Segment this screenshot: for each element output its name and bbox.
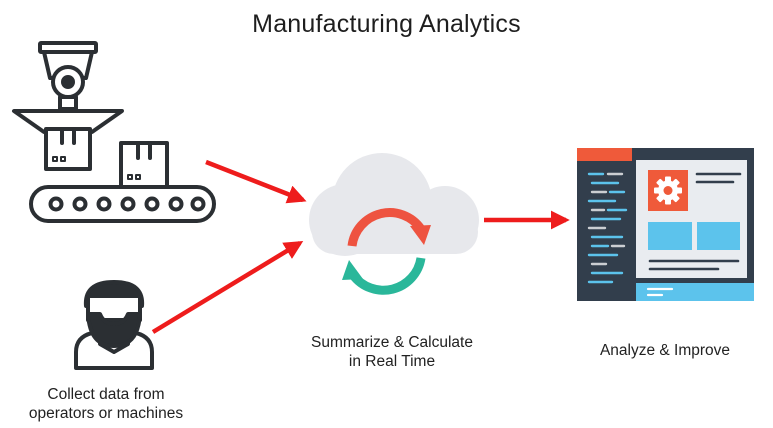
caption-collect-line1: Collect data from — [47, 386, 165, 403]
conveyor-machine-icon — [12, 41, 216, 223]
flow-arrows — [151, 159, 570, 334]
caption-analyze-line1: Analyze & Improve — [599, 342, 731, 359]
caption-collect-line2: operators or machines — [28, 405, 184, 422]
caption-analyze: Analyze & Improve — [572, 341, 758, 360]
arrow-machine-to-cloud — [205, 159, 307, 204]
page-title: Manufacturing Analytics — [252, 10, 521, 38]
cloud-sync-icon — [309, 153, 479, 295]
caption-summarize-line2: in Real Time — [348, 353, 436, 370]
arrow-operator-to-cloud — [151, 241, 304, 334]
caption-summarize-line1: Summarize & Calculate — [311, 334, 473, 351]
operator-avatar-icon — [74, 280, 154, 370]
dashboard-screen-icon — [577, 148, 754, 301]
caption-summarize: Summarize & Calculate in Real Time — [272, 333, 512, 371]
caption-collect-data: Collect data from operators or machines — [6, 385, 206, 423]
